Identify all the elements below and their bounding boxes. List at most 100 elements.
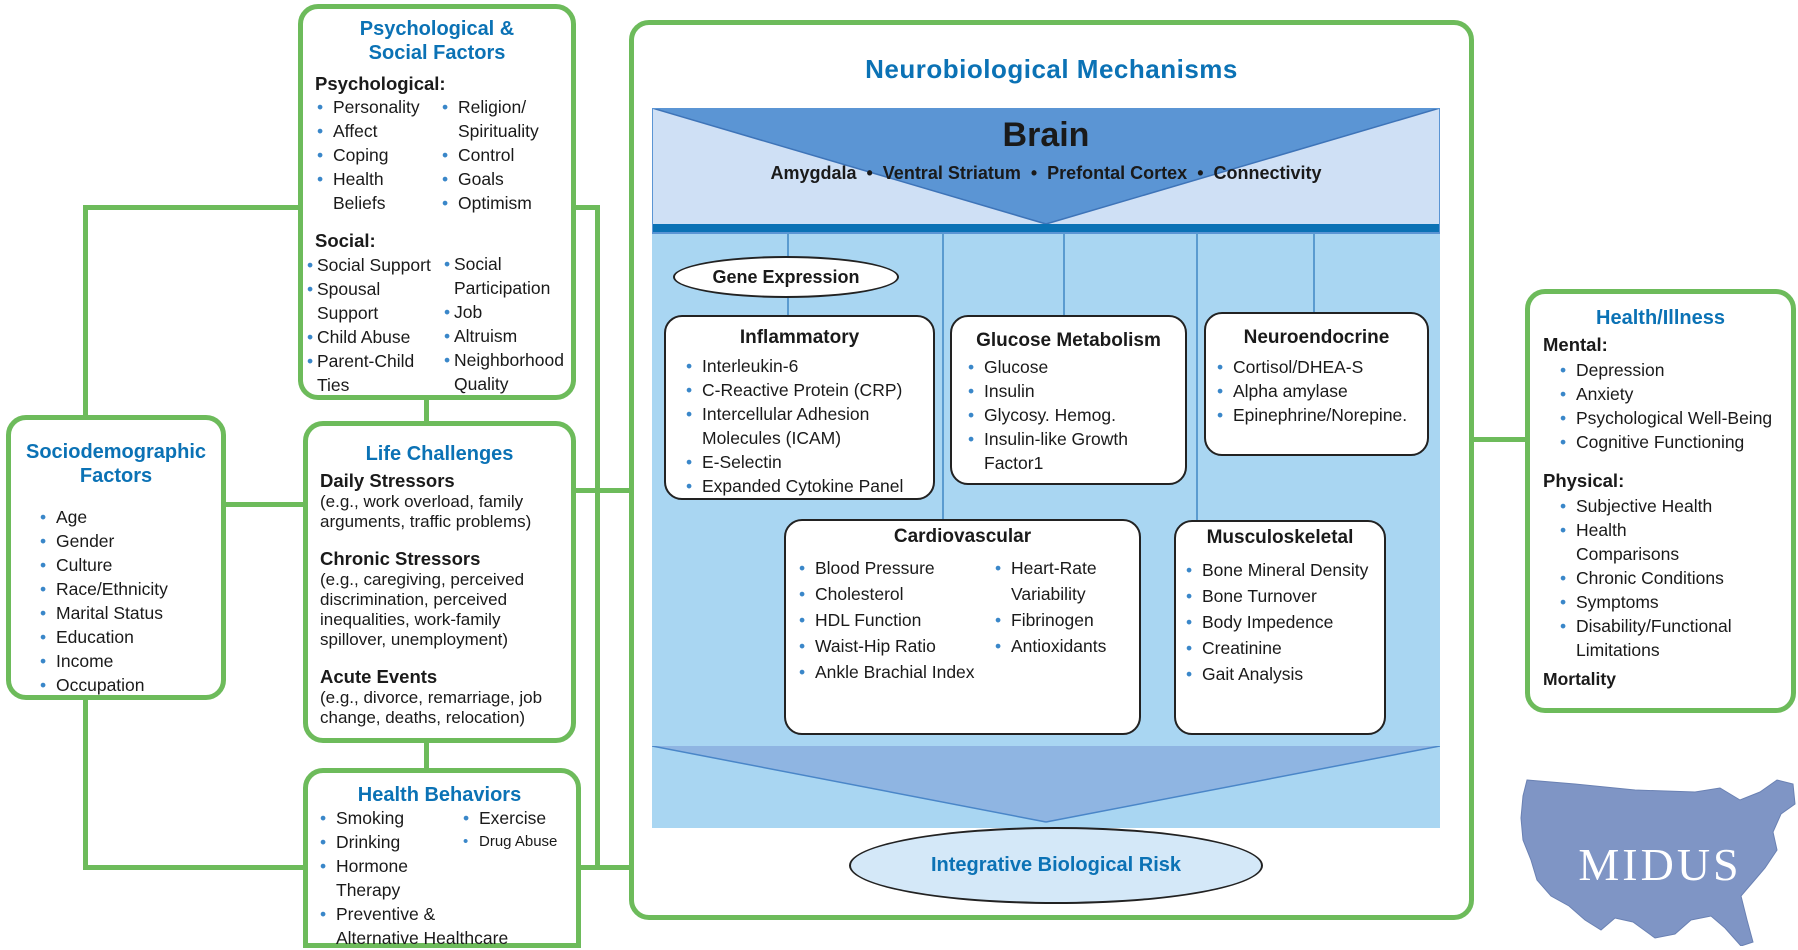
list-item: Age xyxy=(40,505,220,529)
list-item: Exercise xyxy=(463,806,573,830)
health-behaviors-title: Health Behaviors xyxy=(357,784,522,806)
list-item: Social Support xyxy=(307,253,443,277)
panel-line xyxy=(942,233,944,523)
list-item: Anxiety xyxy=(1560,382,1790,406)
list-item: Affect xyxy=(317,119,429,143)
neuroendocrine-box: Neuroendocrine Cortisol/DHEA-S Alpha amy… xyxy=(1204,312,1429,456)
list-item: Spousal Support xyxy=(307,277,397,325)
list-item: Fibrinogen xyxy=(995,607,1135,633)
list-item: Heart-Rate Variability xyxy=(995,555,1111,607)
connector-sd-top-h xyxy=(83,205,300,210)
brain-region: Ventral Striatum xyxy=(882,163,1021,183)
inflammatory-title: Inflammatory xyxy=(739,327,860,348)
brain-region: Amygdala xyxy=(770,163,857,183)
brain-region: Prefontal Cortex xyxy=(1047,163,1188,183)
health-illness-box: Health/Illness Mental: Depression Anxiet… xyxy=(1525,289,1796,713)
list-item: Race/Ethnicity xyxy=(40,577,220,601)
health-behaviors-left-list: Smoking Drinking Hormone Therapy Prevent… xyxy=(320,806,508,950)
us-map-logo xyxy=(1520,779,1796,946)
musculoskeletal-list: Bone Mineral Density Bone Turnover Body … xyxy=(1186,557,1386,687)
psych-right-list: Religion/ Spirituality Control Goals Opt… xyxy=(442,95,567,215)
list-item: Personality xyxy=(317,95,429,119)
list-item: Gender xyxy=(40,529,220,553)
life-challenges-box: Life Challenges Daily Stressors (e.g., w… xyxy=(303,421,576,743)
list-item: Interleukin-6 xyxy=(686,354,926,378)
cardiovascular-title: Cardiovascular xyxy=(893,526,1032,547)
psych-left-list: Personality Affect Coping Health Beliefs xyxy=(317,95,429,215)
list-item: Cognitive Functioning xyxy=(1560,430,1790,454)
list-item: Glycosy. Hemog. xyxy=(968,403,1178,427)
chronic-stressors-label: Chronic Stressors xyxy=(320,548,481,569)
list-item: Smoking xyxy=(320,806,460,830)
list-item: Occupation xyxy=(40,673,220,697)
list-item: Health Beliefs xyxy=(317,167,403,215)
list-item: E-Selectin xyxy=(686,450,926,474)
brain-divider xyxy=(652,224,1440,233)
list-item: Control xyxy=(442,143,567,167)
list-item: Religion/ Spirituality xyxy=(442,95,558,143)
list-item: Body Impedence xyxy=(1186,609,1386,635)
health-illness-title: Health/Illness xyxy=(1596,307,1725,329)
list-item: Health Comparisons xyxy=(1560,518,1696,566)
list-item: Symptoms xyxy=(1560,590,1790,614)
connector-life-health-v xyxy=(424,740,429,770)
psych-social-box: Psychological & Social Factors Psycholog… xyxy=(298,4,576,400)
neurobiological-title: Neurobiological Mechanisms xyxy=(865,54,1238,84)
list-item: Intercellular Adhesion Molecules (ICAM) xyxy=(686,402,892,450)
sociodemographic-list: Age Gender Culture Race/Ethnicity Marita… xyxy=(40,505,220,697)
health-behaviors-box: Health Behaviors Smoking Drinking Hormon… xyxy=(303,768,581,948)
list-item: Child Abuse xyxy=(307,325,435,349)
connector-health-trunk-h xyxy=(577,865,634,870)
list-item: Drug Abuse xyxy=(463,830,573,854)
midus-logo-text: MIDUS xyxy=(1578,839,1742,890)
social-label: Social: xyxy=(315,230,376,251)
list-item: Bone Mineral Density xyxy=(1186,557,1386,583)
integrative-funnel xyxy=(652,746,1440,822)
inflammatory-list: Interleukin-6 C-Reactive Protein (CRP) I… xyxy=(686,354,926,498)
list-item: Alpha amylase xyxy=(1217,379,1427,403)
sociodemographic-box: Sociodemographic Factors Age Gender Cult… xyxy=(6,415,226,700)
mental-list: Depression Anxiety Psychological Well-Be… xyxy=(1560,358,1790,454)
list-item: Insulin xyxy=(968,379,1178,403)
list-item: Ankle Brachial Index xyxy=(799,659,989,685)
list-item: Coping xyxy=(317,143,429,167)
cardiovascular-box: Cardiovascular Blood Pressure Cholestero… xyxy=(784,519,1141,735)
list-item: Goals xyxy=(442,167,567,191)
social-right-list: Social Participation Job Altruism Neighb… xyxy=(444,252,574,396)
list-item: Depression xyxy=(1560,358,1790,382)
list-item: Education xyxy=(40,625,220,649)
integrative-risk-oval: Integrative Biological Risk xyxy=(849,827,1263,904)
connector-life-trunk-h xyxy=(572,488,634,493)
list-item: Creatinine xyxy=(1186,635,1386,661)
list-item: Parent-Child Ties xyxy=(307,349,432,397)
list-item: Altruism xyxy=(444,324,574,348)
list-item: Epinephrine/Norepine. xyxy=(1217,403,1427,427)
brain-funnel xyxy=(652,108,1440,224)
list-item: Expanded Cytokine Panel xyxy=(686,474,926,498)
panel-line xyxy=(1196,233,1198,523)
health-behaviors-right-list: Exercise Drug Abuse xyxy=(463,806,573,854)
list-item: Gait Analysis xyxy=(1186,661,1386,687)
us-map-shape xyxy=(1520,779,1796,946)
connector-psych-life-v xyxy=(424,396,429,424)
psych-social-title-2: Social Factors xyxy=(368,42,506,64)
brain-title: Brain xyxy=(1002,116,1090,154)
physical-list: Subjective Health Health Comparisons Chr… xyxy=(1560,494,1790,662)
sociodemographic-title-2: Factors xyxy=(79,465,153,487)
mortality-label: Mortality xyxy=(1543,669,1616,689)
list-item: Chronic Conditions xyxy=(1560,566,1790,590)
connector-neuro-health-h xyxy=(1470,437,1530,442)
list-item: Cholesterol xyxy=(799,581,989,607)
list-item: C-Reactive Protein (CRP) xyxy=(686,378,926,402)
neuroendocrine-title: Neuroendocrine xyxy=(1243,327,1390,348)
list-item: Culture xyxy=(40,553,220,577)
psych-social-title-1: Psychological & xyxy=(359,18,515,40)
glucose-title: Glucose Metabolism xyxy=(976,330,1161,351)
list-item: Optimism xyxy=(442,191,567,215)
connector-sd-bottom-v xyxy=(83,697,88,870)
list-item: Glucose xyxy=(968,355,1178,379)
neuroendocrine-list: Cortisol/DHEA-S Alpha amylase Epinephrin… xyxy=(1217,355,1427,427)
list-item: Disability/Functional Limitations xyxy=(1560,614,1766,662)
list-item: Insulin-like Growth Factor1 xyxy=(968,427,1164,475)
daily-stressors-label: Daily Stressors xyxy=(320,470,455,491)
